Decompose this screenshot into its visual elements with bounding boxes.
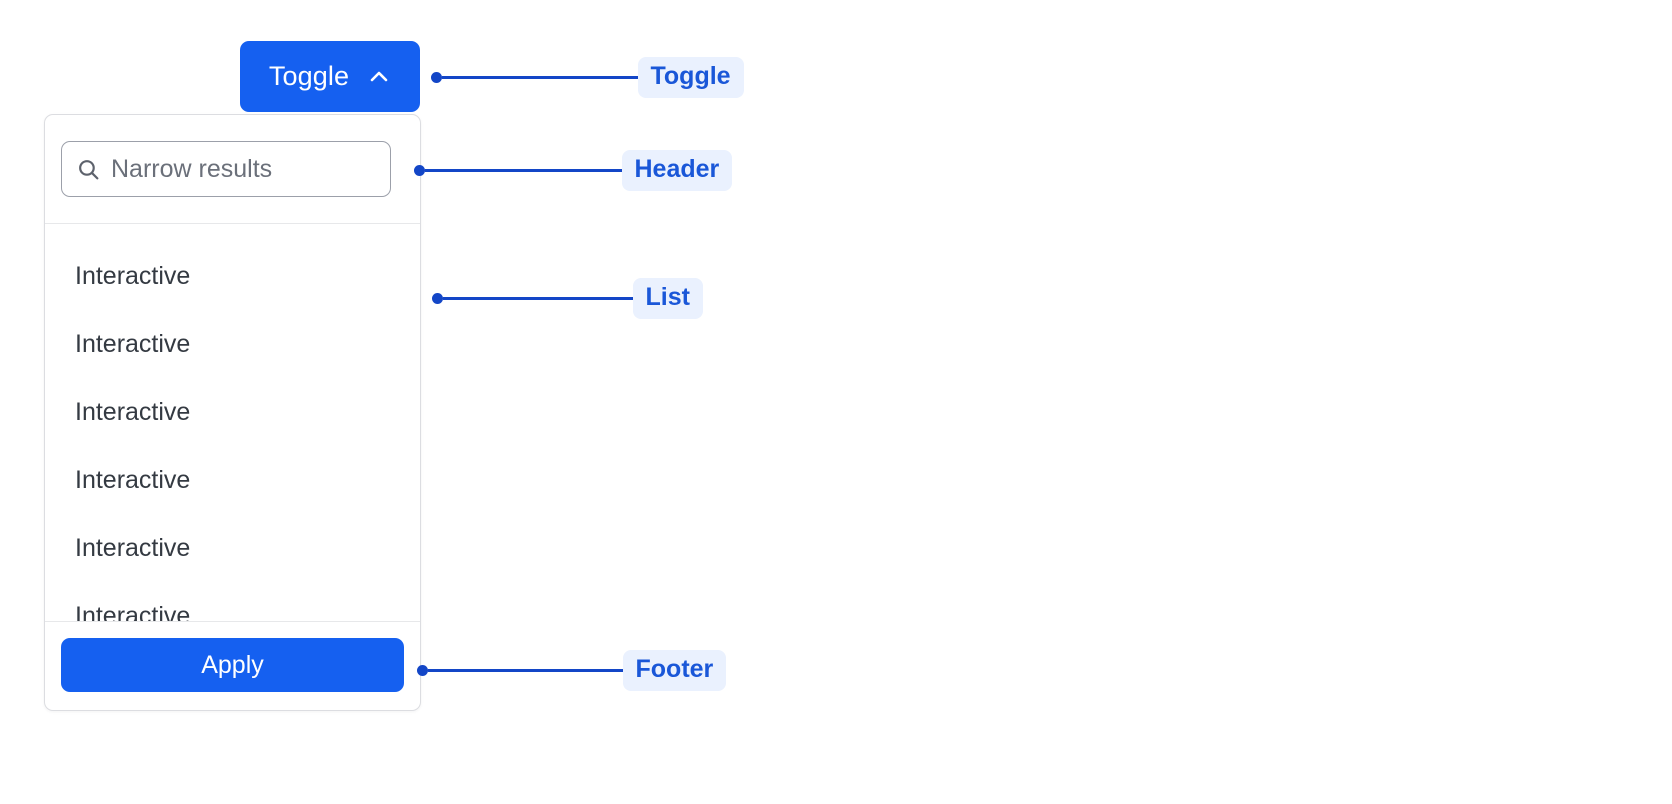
dropdown-header [45, 115, 420, 224]
chevron-up-icon [367, 65, 391, 89]
annotation-label-header: Header [621, 149, 733, 191]
dropdown-panel: Interactive Interactive Interactive Inte… [44, 114, 421, 711]
list-item[interactable]: Interactive [75, 601, 191, 622]
search-icon [76, 157, 101, 182]
search-field[interactable] [61, 141, 391, 197]
annotation-label-toggle: Toggle [637, 56, 744, 98]
list-item[interactable]: Interactive [75, 465, 191, 494]
annotation-label-list: List [632, 277, 703, 319]
leader-line [427, 668, 623, 672]
toggle-button[interactable]: Toggle [240, 41, 420, 112]
leader-line [424, 168, 622, 172]
leader-dot [431, 292, 443, 304]
dropdown-footer: Apply [45, 621, 420, 710]
annotation-label-footer: Footer [622, 649, 727, 691]
leader-dot [416, 664, 428, 676]
leader-dot [430, 71, 442, 83]
leader-line [442, 296, 633, 300]
leader-dot [413, 164, 425, 176]
apply-button[interactable]: Apply [61, 638, 404, 692]
list-item[interactable]: Interactive [75, 261, 191, 290]
leader-line [441, 75, 638, 79]
list-item[interactable]: Interactive [75, 329, 191, 358]
search-input[interactable] [111, 154, 376, 184]
dropdown-list: Interactive Interactive Interactive Inte… [45, 224, 420, 622]
toggle-button-label: Toggle [268, 61, 350, 91]
list-item[interactable]: Interactive [75, 533, 191, 562]
list-item[interactable]: Interactive [75, 397, 191, 426]
